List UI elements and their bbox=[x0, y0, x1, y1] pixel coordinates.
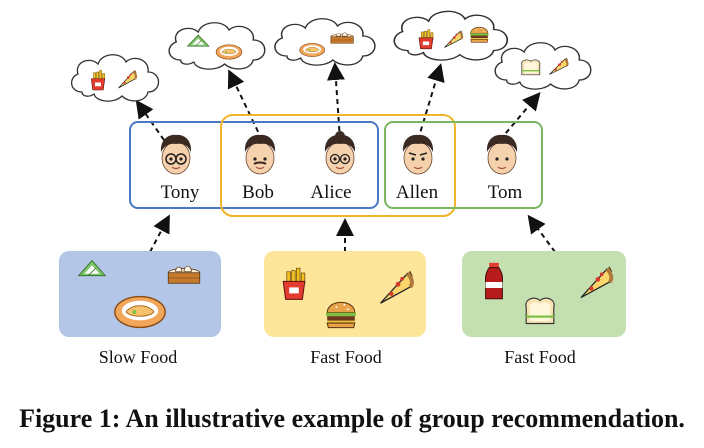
fries-icon bbox=[282, 267, 306, 300]
user-name-bob: Bob bbox=[242, 182, 274, 203]
sandwich-icon bbox=[524, 297, 556, 325]
group-panel-slow-food bbox=[59, 251, 221, 337]
dumpling-plate-icon bbox=[215, 44, 243, 60]
cloud-allen bbox=[393, 10, 509, 61]
cloud-tom bbox=[494, 42, 592, 90]
group-outline-green bbox=[384, 121, 543, 209]
group-arrows bbox=[149, 214, 556, 253]
avatar-tom bbox=[486, 134, 518, 175]
dumpling-plate-icon bbox=[299, 43, 325, 57]
fries-icon bbox=[90, 70, 106, 91]
avatar-tony bbox=[160, 134, 192, 175]
group-outline-blue bbox=[129, 121, 379, 209]
group-panel-fast-food-green bbox=[462, 251, 626, 337]
user-name-tony: Tony bbox=[161, 182, 200, 203]
group-label-fast-food-1: Fast Food bbox=[310, 347, 382, 367]
burger-icon bbox=[325, 301, 357, 329]
avatar-allen bbox=[402, 134, 434, 175]
cloud-alice bbox=[274, 17, 376, 66]
avatar-bob bbox=[244, 134, 276, 175]
group-label-fast-food-2: Fast Food bbox=[504, 347, 576, 367]
figure-caption: Figure 1: An illustrative example of gro… bbox=[19, 404, 685, 433]
sandwich-icon bbox=[520, 59, 541, 76]
preference-arrows bbox=[135, 62, 541, 141]
cloud-tony bbox=[70, 54, 160, 102]
dumpling-plate-icon bbox=[114, 295, 166, 329]
user-name-tom: Tom bbox=[488, 182, 523, 203]
group-outline-yellow bbox=[220, 114, 456, 217]
group-recommendation-figure: Tony Bob Alice Allen Tom Slow Food Fast … bbox=[59, 10, 626, 367]
avatar-alice bbox=[324, 131, 356, 175]
group-panel-fast-food-yellow bbox=[264, 251, 426, 337]
burger-icon bbox=[469, 26, 489, 43]
user-name-allen: Allen bbox=[396, 182, 439, 203]
group-label-slow-food: Slow Food bbox=[99, 347, 178, 367]
cloud-bob bbox=[168, 22, 266, 70]
user-name-alice: Alice bbox=[310, 182, 351, 203]
